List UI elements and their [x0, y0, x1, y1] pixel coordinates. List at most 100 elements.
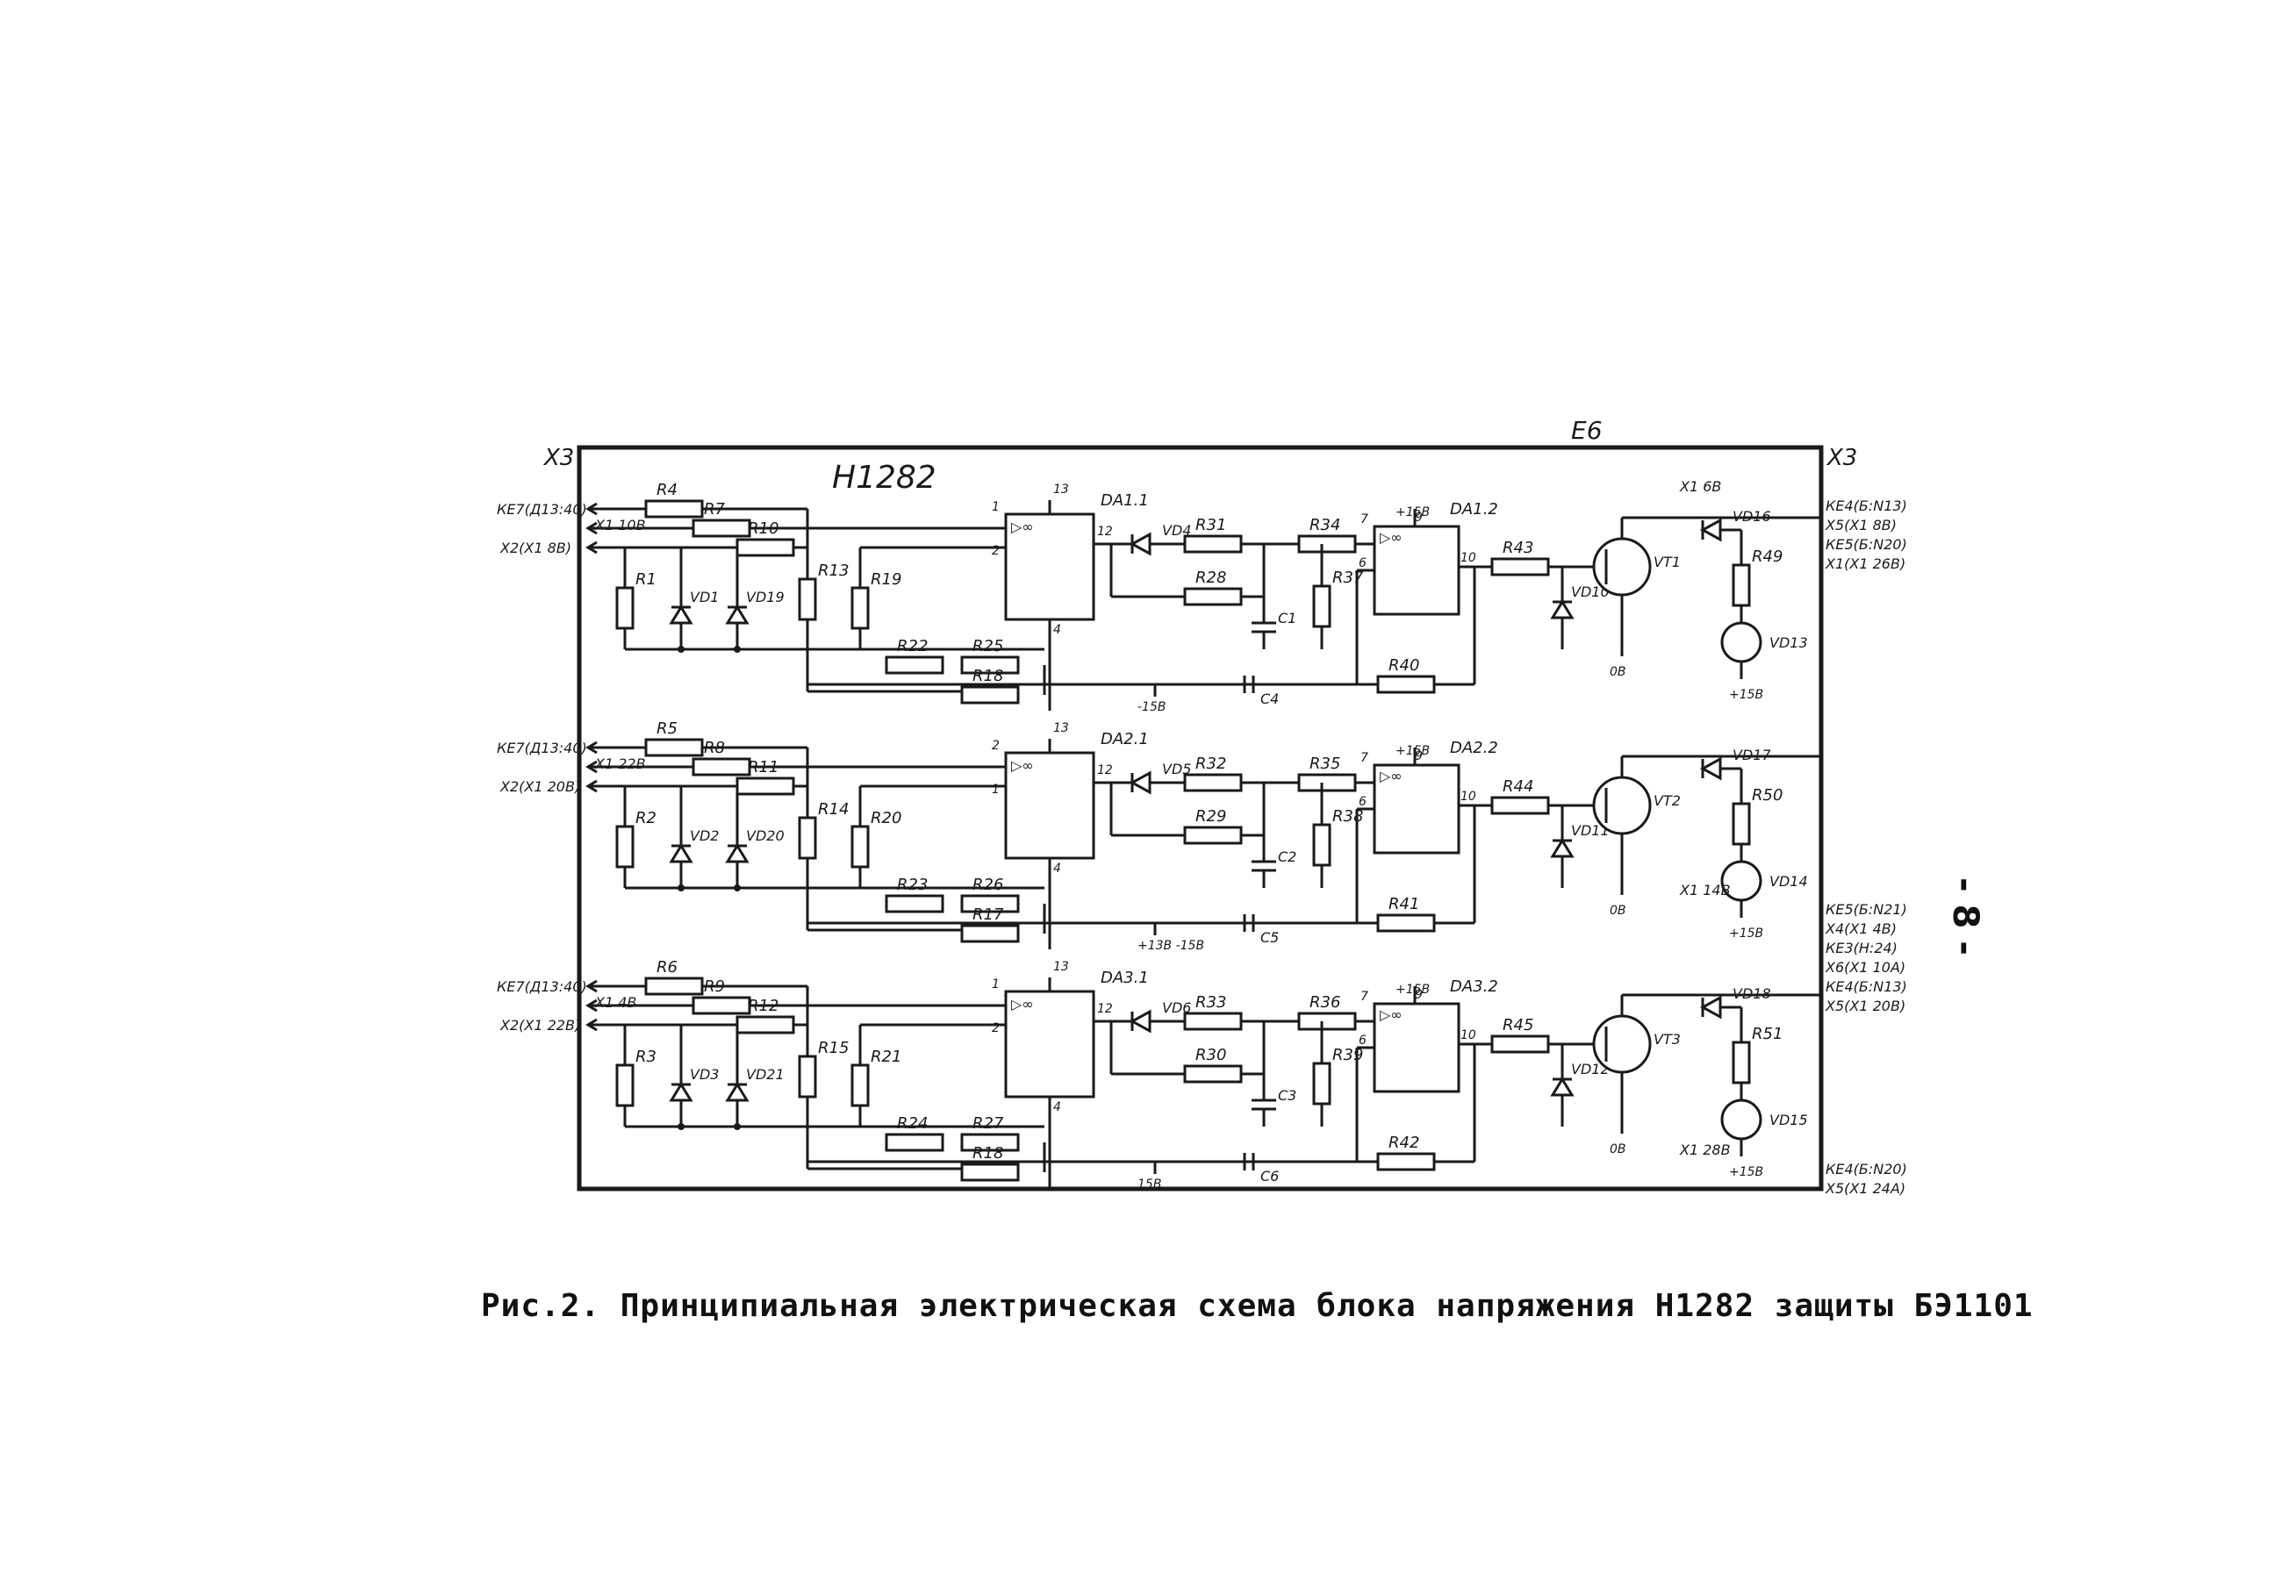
resistor-label: R30 — [1195, 1046, 1226, 1064]
terminal-arrow — [585, 760, 598, 774]
pin-label: 6 — [1359, 556, 1367, 570]
terminal-arrow — [585, 521, 598, 535]
transistor-label: VT1 — [1654, 554, 1681, 570]
terminal-label: Х2(Х1 20В) — [499, 778, 580, 795]
pin-label: 7 — [1360, 990, 1368, 1004]
diode — [669, 843, 693, 863]
resistor-label: R33 — [1195, 993, 1226, 1012]
resistor-label: R31 — [1195, 516, 1226, 534]
ground-label: 0В — [1610, 904, 1626, 918]
terminal-arrow — [585, 540, 598, 555]
pin-label: 10 — [1460, 790, 1476, 804]
pin-label: 6 — [1359, 1034, 1367, 1048]
resistor-label: R29 — [1195, 807, 1226, 826]
resistor-label: R51 — [1752, 1025, 1783, 1043]
power-label: +15В — [1396, 744, 1430, 758]
resistor — [1490, 557, 1550, 576]
resistor — [960, 894, 1020, 913]
pin-label: 4 — [1053, 623, 1061, 637]
opamp-symbol: ▷∞ — [1380, 768, 1403, 784]
resistor — [1490, 796, 1550, 815]
diode — [725, 1082, 750, 1102]
resistor — [615, 1063, 635, 1107]
diode — [1550, 599, 1575, 619]
resistor-label: R26 — [972, 876, 1003, 894]
transistor — [1592, 1014, 1652, 1074]
resistor-label: R13 — [818, 562, 849, 580]
resistor-label: R44 — [1503, 777, 1533, 796]
resistor — [1183, 826, 1243, 845]
diode — [725, 605, 750, 625]
power-label: +13В -15В — [1137, 939, 1204, 953]
resistor — [735, 538, 795, 557]
opamp-symbol: ▷∞ — [1380, 1006, 1403, 1023]
resistor — [960, 655, 1020, 675]
pin-label: 13 — [1053, 960, 1069, 974]
resistor — [1183, 773, 1243, 792]
diode — [1129, 770, 1152, 795]
capacitor-label: C6 — [1260, 1168, 1279, 1184]
ground-label: 0В — [1610, 665, 1626, 679]
resistor-label: R23 — [897, 876, 928, 894]
resistor — [1312, 1062, 1331, 1106]
terminal-label: Х1 22В — [594, 755, 646, 772]
resistor-label: R35 — [1309, 755, 1340, 773]
diode — [1699, 995, 1722, 1020]
resistor — [1183, 587, 1243, 606]
page-number: - 8 - — [1945, 877, 1985, 955]
terminal-label: КЕ5(Б:N21) — [1826, 901, 1907, 918]
diode — [1699, 518, 1722, 542]
resistor — [1312, 584, 1331, 628]
diode-label: VD16 — [1733, 508, 1771, 525]
resistor-label: R40 — [1388, 656, 1419, 675]
diode — [1550, 838, 1575, 858]
pin-label: 9 — [1415, 988, 1423, 1002]
resistor — [1376, 913, 1436, 933]
resistor — [1732, 802, 1751, 846]
resistor-label: R21 — [871, 1048, 901, 1066]
resistor-label: R17 — [972, 905, 1004, 924]
resistor — [692, 519, 751, 538]
resistor-label: R18 — [972, 1144, 1003, 1163]
resistor — [885, 894, 944, 913]
terminal-label: Х5(Х1 24А) — [1825, 1180, 1905, 1197]
resistor — [1732, 1041, 1751, 1084]
terminal-arrow — [585, 741, 598, 755]
resistor — [615, 586, 635, 630]
resistor — [1490, 1034, 1550, 1054]
diode — [1129, 1009, 1152, 1034]
transistor-label: VT2 — [1654, 792, 1681, 809]
pin-label: 1 — [992, 977, 1000, 991]
diode-label: VD11 — [1571, 822, 1610, 839]
resistor — [1376, 675, 1436, 694]
pin-label: 1 — [992, 783, 1000, 797]
resistor-label: R36 — [1309, 993, 1340, 1012]
pin-label: 7 — [1360, 512, 1368, 526]
terminal-label: Х1 10В — [594, 517, 646, 533]
led-label: VD15 — [1769, 1112, 1808, 1128]
resistor — [1183, 1012, 1243, 1031]
block-title: Н1282 — [832, 460, 936, 496]
junction-dot — [678, 646, 685, 653]
pin-label: 7 — [1360, 751, 1368, 765]
terminal-label: Х1 6В — [1679, 478, 1721, 495]
capacitor-label: C3 — [1278, 1087, 1296, 1104]
terminal-label: КЕ4(Б:N13) — [1826, 978, 1907, 995]
junction-dot — [734, 646, 741, 653]
resistor — [1732, 563, 1751, 607]
terminal-label: Х2(Х1 22В) — [499, 1017, 580, 1034]
power-label: +15В — [1729, 688, 1763, 702]
capacitor-label: C1 — [1278, 610, 1296, 626]
figure-caption: Рис.2. Принципиальная электрическая схем… — [481, 1288, 2034, 1324]
terminal-label: Х4(Х1 4В) — [1825, 920, 1897, 937]
resistor-label: R5 — [657, 719, 678, 738]
opamp-label: DA2.1 — [1101, 730, 1149, 748]
power-label: +15В — [1396, 983, 1430, 997]
resistor — [850, 586, 870, 630]
power-label: +15В — [1729, 1165, 1763, 1179]
opamp-symbol: ▷∞ — [1011, 996, 1034, 1013]
pin-label: 4 — [1053, 862, 1061, 876]
resistor-label: R14 — [818, 800, 849, 819]
